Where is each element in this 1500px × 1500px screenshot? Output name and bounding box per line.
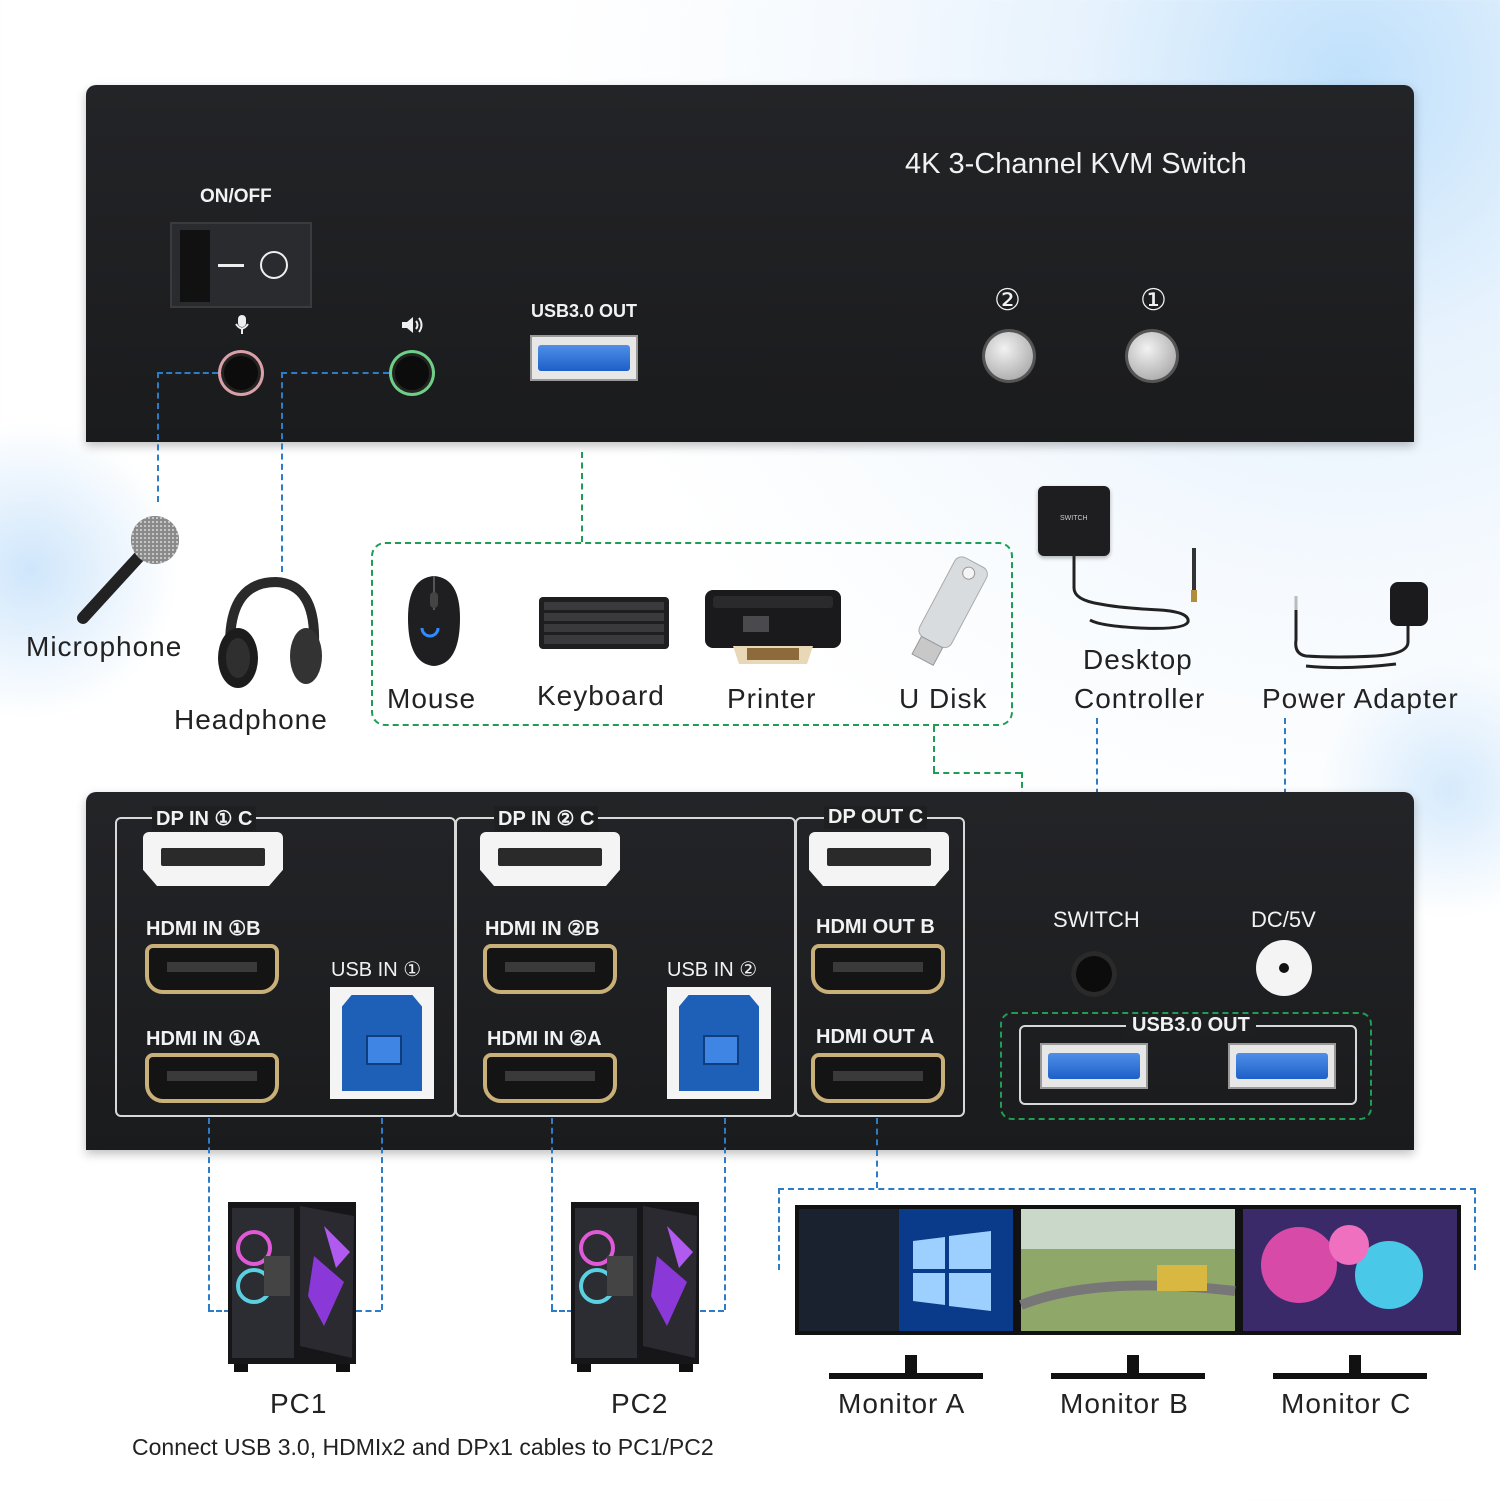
usb-in-1-label: USB IN ①	[331, 959, 422, 981]
hdmi-in-2b-label: HDMI IN ②B	[485, 918, 600, 940]
pc2-label: PC2	[611, 1388, 669, 1419]
dp-in-2-port[interactable]	[480, 832, 620, 886]
mic-line-v	[157, 372, 159, 502]
pc1-line-left-h	[208, 1310, 230, 1312]
mouse-label: Mouse	[387, 683, 477, 714]
power-on-mark	[260, 251, 288, 279]
desktop-controller-device[interactable]: SWITCH	[1038, 486, 1110, 556]
switch-jack-label: SWITCH	[1053, 907, 1140, 932]
power-off-mark	[218, 264, 244, 267]
dc-jack-pin	[1279, 963, 1289, 973]
pc1-label: PC1	[270, 1388, 328, 1419]
dp-in-1-port[interactable]	[143, 832, 283, 886]
keyboard-image	[539, 597, 669, 649]
mouse-image	[408, 576, 460, 666]
dc-power-jack[interactable]	[1256, 940, 1312, 996]
hdmi-in-2a-port[interactable]	[483, 1053, 617, 1103]
controller-cable	[1072, 548, 1197, 630]
connection-caption: Connect USB 3.0, HDMIx2 and DPx1 cables …	[132, 1434, 714, 1460]
dp-out-port[interactable]	[809, 832, 949, 886]
hdmi-in-1b-port[interactable]	[145, 944, 279, 994]
power-switch[interactable]	[170, 222, 312, 308]
microphone-icon	[235, 315, 249, 334]
power-adapter-image	[1294, 582, 1428, 670]
headphone-image	[218, 576, 322, 688]
printer-label: Printer	[727, 683, 817, 714]
pc2-image	[571, 1202, 699, 1372]
printer-image	[705, 590, 841, 664]
usb-in-2-port[interactable]	[667, 987, 771, 1099]
pc2-line-right-h	[700, 1310, 724, 1312]
monitor-line-v	[876, 1118, 878, 1188]
desktop-controller-label-2: Controller	[1074, 683, 1206, 714]
usb-in-2-label: USB IN ②	[667, 959, 758, 981]
monitor-b-label: Monitor B	[1060, 1388, 1189, 1419]
rear-usb-out-port-1[interactable]	[1040, 1043, 1148, 1089]
u-disk-label: U Disk	[899, 683, 988, 714]
pc2-line-left	[551, 1118, 553, 1310]
hdmi-in-2a-label: HDMI IN ②A	[487, 1028, 602, 1050]
usb-peripherals-group	[371, 542, 1013, 726]
microphone-jack[interactable]	[218, 350, 264, 396]
monitor-line-right	[1474, 1188, 1476, 1270]
front-panel-title: 4K 3-Channel KVM Switch	[905, 148, 1247, 180]
select-button-2[interactable]	[985, 332, 1033, 380]
pc1-image	[228, 1202, 356, 1372]
desktop-controller-label-1: Desktop	[1083, 644, 1193, 675]
headphone-line-h	[281, 372, 389, 374]
monitor-line-h	[778, 1188, 1476, 1190]
hdmi-out-b-label: HDMI OUT B	[816, 916, 935, 938]
usb-rear-line-h	[933, 772, 1021, 774]
monitor-line-left	[778, 1188, 780, 1270]
hdmi-out-a-label: HDMI OUT A	[816, 1026, 935, 1048]
pc2-line-left-h	[551, 1310, 573, 1312]
power-switch-rocker	[180, 230, 210, 302]
pc1-line-right	[381, 1118, 383, 1310]
hdmi-in-1b-label: HDMI IN ①B	[146, 918, 261, 940]
hdmi-in-1a-label: HDMI IN ①A	[146, 1028, 261, 1050]
monitor-c-image	[1239, 1205, 1461, 1379]
microphone-image	[77, 516, 179, 624]
monitor-c-label: Monitor C	[1281, 1388, 1412, 1419]
rear-usb-out-port-2[interactable]	[1228, 1043, 1336, 1089]
headphone-line-v	[281, 372, 283, 572]
usb-front-line	[581, 452, 583, 542]
dc-jack-label: DC/5V	[1251, 907, 1316, 932]
monitor-a-image	[795, 1205, 1017, 1379]
controller-device-text: SWITCH	[1060, 515, 1088, 522]
dp-in-2-label: DP IN ② C	[494, 806, 599, 831]
monitor-a-label: Monitor A	[838, 1388, 966, 1419]
keyboard-label: Keyboard	[537, 680, 665, 711]
pc2-line-right	[724, 1118, 726, 1310]
pc1-line-right-h	[356, 1310, 381, 1312]
switch-jack[interactable]	[1071, 951, 1117, 997]
hdmi-out-a-port[interactable]	[811, 1053, 945, 1103]
rear-usb-out-label: USB3.0 OUT	[1126, 1014, 1256, 1037]
headphone-label: Headphone	[174, 704, 328, 735]
hdmi-out-b-port[interactable]	[811, 944, 945, 994]
monitor-b-image	[1017, 1205, 1239, 1379]
pc1-line-left	[208, 1118, 210, 1310]
button-1-label: ①	[1140, 284, 1167, 317]
dp-out-label: DP OUT C	[824, 806, 928, 829]
front-usb-out-label: USB3.0 OUT	[531, 301, 638, 321]
usb-in-1-port[interactable]	[330, 987, 434, 1099]
front-usb-out-port[interactable]	[530, 335, 638, 381]
mic-line-h	[157, 372, 218, 374]
usb-rear-line-v1	[933, 726, 935, 772]
headphone-jack[interactable]	[389, 350, 435, 396]
speaker-icon	[402, 317, 423, 333]
button-2-label: ②	[994, 284, 1021, 317]
select-button-1[interactable]	[1128, 332, 1176, 380]
power-adapter-label: Power Adapter	[1262, 683, 1459, 714]
hdmi-in-2b-port[interactable]	[483, 944, 617, 994]
dp-in-1-label: DP IN ① C	[152, 806, 257, 831]
u-disk-image	[911, 556, 988, 666]
rear-usb-out-group	[1000, 1012, 1372, 1120]
microphone-label: Microphone	[26, 631, 183, 662]
hdmi-in-1a-port[interactable]	[145, 1053, 279, 1103]
power-switch-label: ON/OFF	[200, 186, 272, 207]
